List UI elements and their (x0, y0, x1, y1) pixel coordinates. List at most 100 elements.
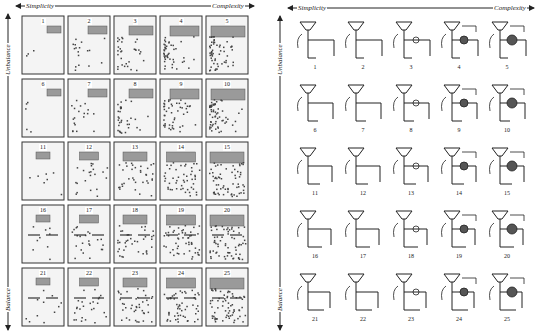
texture-dot (215, 69, 217, 71)
callout-number: 21 (39, 270, 47, 277)
texture-dot (130, 118, 132, 120)
texture-dot (193, 36, 195, 38)
branch-sketch (404, 103, 429, 119)
texture-dot (210, 66, 212, 68)
axis-label: Unbalance (4, 44, 12, 77)
texture-dot (102, 171, 104, 173)
texture-dot (186, 108, 188, 110)
texture-dot (215, 104, 217, 106)
texture-dot (191, 243, 193, 245)
texture-dot (152, 230, 154, 232)
texture-dot (94, 322, 96, 324)
texture-dot (61, 302, 63, 304)
texture-dot (222, 305, 224, 307)
texture-dot (217, 112, 219, 114)
texture-dot (118, 187, 120, 189)
callout-number: 17 (359, 253, 367, 260)
funnel-sketch (444, 274, 460, 282)
funnel-sketch (396, 148, 412, 156)
axis-label: Complexity (493, 4, 527, 12)
axis-label: Simplicity (25, 2, 55, 10)
texture-dot (192, 256, 194, 258)
texture-dot (241, 109, 243, 111)
texture-dot (230, 46, 232, 48)
texture-dot (96, 189, 98, 191)
texture-dot (212, 315, 214, 317)
texture-dot (107, 167, 109, 169)
texture-dot (163, 119, 165, 121)
texture-dot (49, 259, 51, 261)
texture-dot (215, 288, 217, 290)
texture-dot (227, 296, 229, 298)
texture-dot (121, 320, 123, 322)
branch-sketch (356, 103, 381, 119)
texture-dot (224, 298, 226, 300)
texture-dot (209, 114, 211, 116)
detail-sketch (462, 215, 476, 221)
texture-dot (130, 69, 132, 71)
texture-dot (165, 47, 167, 49)
texture-dot (220, 50, 222, 52)
texture-dot (89, 50, 91, 52)
texture-dot (189, 106, 191, 108)
texture-dot (212, 172, 214, 174)
texture-dot (90, 175, 92, 177)
funnel-sketch (300, 274, 316, 282)
texture-dot (132, 164, 134, 166)
texture-dot (139, 129, 141, 131)
texture-dot (220, 100, 222, 102)
texture-dot (121, 58, 123, 60)
texture-dot (229, 252, 231, 254)
texture-dot (241, 163, 243, 165)
texture-dot (186, 176, 188, 178)
texture-dot (213, 111, 215, 113)
texture-dot (185, 243, 187, 245)
texture-dot (217, 63, 219, 64)
texture-dot (147, 168, 149, 170)
texture-dot (232, 49, 234, 51)
texture-dot (140, 166, 142, 168)
detail-sketch (510, 26, 524, 32)
texture-dot (220, 291, 222, 293)
texture-dot (87, 50, 89, 52)
detail-sketch (462, 26, 476, 32)
texture-dot (221, 237, 223, 239)
texture-dot (198, 311, 200, 313)
texture-dot (138, 49, 140, 51)
texture-dot (216, 229, 218, 231)
texture-dot (119, 131, 121, 133)
funnel-sketch (396, 274, 412, 282)
texture-dot (79, 236, 81, 238)
texture-dot (37, 315, 39, 317)
texture-dot (120, 101, 122, 103)
texture-dot (37, 299, 39, 301)
funnel-sketch (348, 274, 364, 282)
texture-dot (134, 49, 136, 51)
texture-dot (228, 312, 230, 314)
texture-dot (118, 119, 120, 121)
texture-dot (121, 107, 123, 109)
texture-dot (232, 36, 234, 38)
texture-dot (39, 237, 41, 239)
texture-dot (214, 237, 216, 239)
texture-dot (227, 292, 229, 294)
page-thumbnail (22, 142, 64, 200)
texture-dot (121, 132, 123, 134)
texture-dot (233, 194, 235, 196)
header-block (170, 26, 199, 36)
texture-dot (187, 112, 189, 114)
texture-dot (225, 117, 227, 119)
detail-sketch (510, 152, 524, 158)
texture-dot (89, 172, 91, 174)
texture-dot (167, 54, 169, 56)
texture-dot (164, 294, 166, 296)
texture-dot (146, 180, 148, 182)
header-block (47, 89, 61, 96)
callout-number: 2 (361, 64, 366, 71)
texture-dot (76, 131, 78, 133)
texture-dot (165, 41, 167, 43)
page-thumbnail (22, 268, 64, 326)
texture-dot (177, 312, 179, 314)
texture-dot (196, 192, 198, 194)
callout-number: 12 (359, 190, 367, 197)
